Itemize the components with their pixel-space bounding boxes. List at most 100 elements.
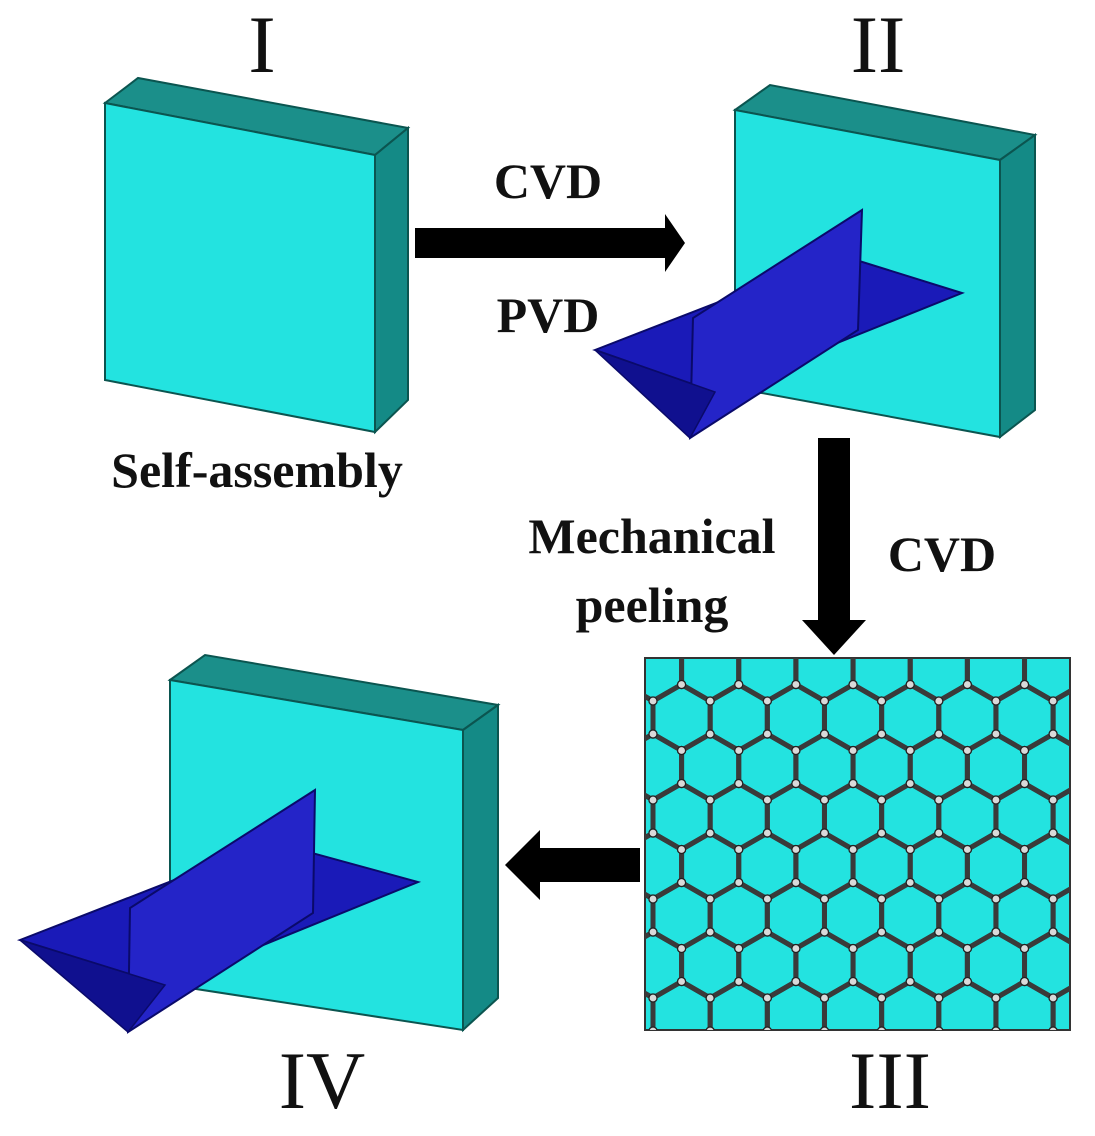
lattice-atom: [563, 1077, 571, 1085]
lattice-atom: [620, 945, 628, 953]
lattice-atom: [848, 877, 858, 888]
lattice-atom: [592, 829, 600, 837]
lattice-atom: [935, 1093, 943, 1101]
lattice-atom: [620, 747, 628, 755]
lattice-atom: [819, 1026, 829, 1030]
lattice-atom: [792, 582, 800, 590]
lattice-atom: [992, 1126, 1000, 1134]
lattice-atom: [1048, 1026, 1058, 1030]
lattice-atom: [620, 780, 628, 788]
lattice-atom: [592, 895, 600, 903]
lattice-atom: [1049, 1093, 1057, 1101]
lattice-atom: [848, 844, 858, 855]
lattice-atom: [678, 1077, 686, 1085]
lattice-atom: [1078, 846, 1086, 854]
lattice-atom: [906, 648, 914, 656]
lattice-atom: [934, 894, 944, 904]
lattice-atom: [991, 828, 1001, 838]
lattice-atom: [848, 679, 858, 690]
lattice-atom: [1078, 648, 1086, 656]
lattice-atom: [991, 894, 1001, 904]
lattice-atom: [735, 648, 743, 656]
lattice-atom: [877, 696, 887, 706]
lattice-atom: [763, 1126, 771, 1134]
lattice-atom: [735, 1077, 743, 1085]
lattice-atom: [734, 976, 744, 987]
arrow-ii-to-iii: [802, 438, 866, 655]
lattice-atom: [1019, 679, 1030, 690]
cvd-right-label: CVD: [888, 526, 996, 582]
lattice-atom: [620, 648, 628, 656]
lattice-atom: [1078, 780, 1086, 788]
lattice-atom: [1019, 943, 1030, 954]
lattice-atom: [592, 697, 600, 705]
lattice-atom: [963, 1044, 971, 1052]
lattice-atom: [592, 796, 600, 804]
lattice-atom: [676, 844, 687, 855]
lattice-atom: [1078, 747, 1086, 755]
lattice-atom: [734, 778, 744, 789]
lattice-atom: [1049, 598, 1057, 606]
lattice-atom: [963, 1077, 971, 1085]
lattice-atom: [676, 976, 687, 987]
lattice-atom: [735, 1077, 743, 1085]
lattice-atom: [935, 631, 943, 639]
lattice-atom: [820, 1093, 828, 1101]
lattice-atom: [906, 582, 914, 590]
lattice-atom: [878, 1126, 886, 1134]
substrate-block-ii: [732, 83, 1038, 440]
lattice-atom: [820, 1126, 828, 1134]
lattice-atom: [678, 1044, 686, 1052]
lattice-atom: [1078, 879, 1086, 887]
lattice-atom: [620, 1077, 628, 1085]
lattice-atom: [906, 648, 914, 656]
lattice-atom: [1021, 1044, 1029, 1052]
lattice-atom: [1078, 1077, 1086, 1085]
lattice-atom: [1021, 648, 1029, 656]
lattice-atom: [849, 648, 857, 656]
lattice-atom: [935, 598, 943, 606]
lattice-atom: [678, 1077, 686, 1085]
mechanical-label: Mechanical: [528, 508, 775, 564]
lattice-atom: [592, 1027, 600, 1035]
nanosheet-iv: [16, 788, 422, 1034]
lattice-hexagon: [1082, 932, 1095, 998]
lattice-atom: [676, 778, 687, 789]
lattice-atom: [678, 1077, 686, 1085]
nanosheet-ii-vertical: [688, 208, 864, 440]
lattice-atom: [678, 648, 686, 656]
lattice-atom: [992, 1093, 1000, 1101]
lattice-atom: [763, 598, 771, 606]
lattice-atom: [563, 648, 571, 656]
lattice-atom: [820, 1093, 828, 1101]
lattice-atom: [791, 877, 801, 888]
lattice-atom: [1078, 1044, 1086, 1052]
cvd-top-label: CVD: [494, 153, 602, 209]
lattice-atom: [592, 697, 600, 705]
lattice-atom: [563, 978, 571, 986]
lattice-atom: [1048, 795, 1058, 805]
lattice-atom: [963, 1044, 971, 1052]
lattice-atom: [735, 582, 743, 590]
lattice-hexagon: [710, 1081, 767, 1136]
lattice-atom: [592, 1126, 600, 1134]
lattice-atom: [877, 894, 887, 904]
lattice-atom: [648, 1026, 658, 1030]
lattice-atom: [877, 993, 887, 1003]
lattice-atom: [734, 844, 744, 855]
lattice-atom: [1019, 844, 1030, 855]
lattice-atom: [1021, 1077, 1029, 1085]
lattice-atom: [705, 993, 715, 1003]
lattice-hexagon: [1053, 1081, 1095, 1136]
lattice-atom: [792, 1044, 800, 1052]
lattice-atom: [563, 747, 571, 755]
lattice-atom: [791, 844, 801, 855]
lattice-hexagon: [567, 932, 624, 998]
lattice-atom: [992, 1126, 1000, 1134]
lattice-atom: [620, 1077, 628, 1085]
lattice-atom: [963, 1077, 971, 1085]
lattice-atom: [762, 828, 772, 838]
lattice-atom: [905, 679, 915, 690]
lattice-atom: [1078, 879, 1086, 887]
lattice-atom: [1019, 877, 1030, 888]
